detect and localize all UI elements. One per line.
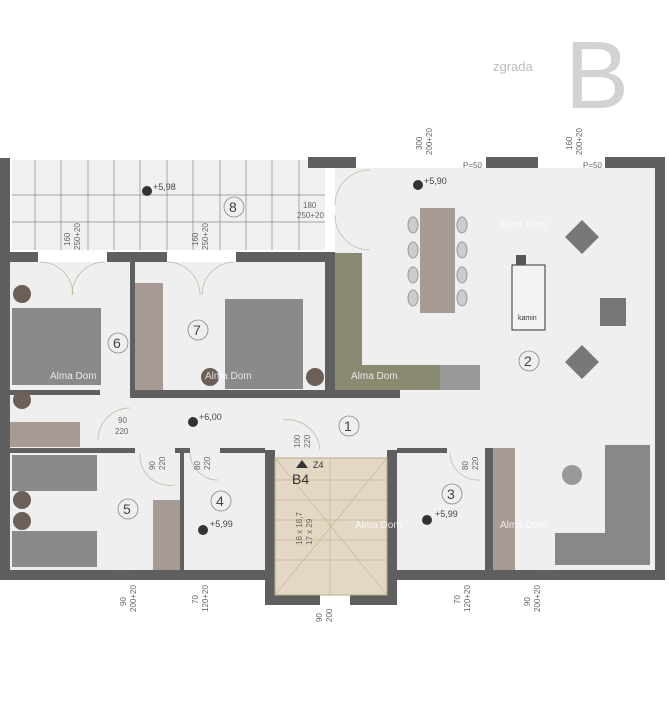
svg-text:P=50: P=50 bbox=[536, 569, 555, 578]
svg-text:200: 200 bbox=[325, 608, 334, 622]
living-floor bbox=[335, 168, 655, 390]
level-bath-4: +5,99 bbox=[210, 519, 233, 529]
svg-text:200+20: 200+20 bbox=[575, 128, 584, 155]
wardrobe-room-7 bbox=[135, 283, 163, 390]
svg-text:200+20: 200+20 bbox=[425, 128, 434, 155]
svg-text:250+20: 250+20 bbox=[73, 223, 82, 250]
level-terrace: +5,98 bbox=[153, 182, 176, 192]
room-2-number: 2 bbox=[524, 353, 532, 369]
room-8-number: 8 bbox=[229, 199, 237, 215]
wardrobe-room-6 bbox=[10, 422, 80, 447]
stair-zone: Z4 bbox=[313, 460, 324, 470]
terrace-floor bbox=[12, 160, 325, 250]
bed-room-6 bbox=[12, 308, 101, 385]
svg-text:90: 90 bbox=[119, 597, 128, 606]
svg-text:100: 100 bbox=[293, 434, 302, 448]
svg-text:220: 220 bbox=[303, 434, 312, 448]
svg-text:220: 220 bbox=[203, 456, 212, 470]
watermarks: Alma Dom Alma Dom Alma Dom Alma Dom Alma… bbox=[50, 220, 547, 531]
dimension-labels: 300 200+20 160 200+20 P=50 P=50 180 250+… bbox=[63, 128, 602, 622]
svg-text:300: 300 bbox=[415, 136, 424, 150]
svg-text:250+20: 250+20 bbox=[297, 211, 324, 220]
svg-text:160: 160 bbox=[63, 232, 72, 246]
stair-step-2: 17 x 29 bbox=[305, 518, 314, 545]
svg-text:Alma Dom: Alma Dom bbox=[500, 220, 547, 231]
bed-room-5-a bbox=[12, 455, 97, 491]
svg-text:220: 220 bbox=[115, 427, 129, 436]
svg-text:Alma Dom: Alma Dom bbox=[50, 371, 97, 382]
doors[interactable] bbox=[39, 169, 481, 486]
svg-text:160: 160 bbox=[565, 136, 574, 150]
svg-text:Alma Dom: Alma Dom bbox=[351, 371, 398, 382]
svg-text:120+20: 120+20 bbox=[463, 585, 472, 612]
level-living: +5,90 bbox=[424, 176, 447, 186]
stair-label: B4 bbox=[292, 471, 309, 487]
svg-text:90: 90 bbox=[523, 597, 532, 606]
room-5-number: 5 bbox=[123, 501, 131, 517]
room-1-number: 1 bbox=[344, 418, 352, 434]
svg-text:200+20: 200+20 bbox=[129, 585, 138, 612]
level-hall: +6,00 bbox=[199, 412, 222, 422]
room-7-number: 7 bbox=[193, 322, 201, 338]
room-6-number: 6 bbox=[113, 335, 121, 351]
armchair bbox=[565, 220, 599, 254]
fireplace bbox=[511, 264, 546, 331]
level-marker-icons bbox=[142, 180, 432, 535]
svg-text:Alma Dom: Alma Dom bbox=[500, 520, 547, 531]
svg-text:250+20: 250+20 bbox=[201, 223, 210, 250]
svg-text:200+20: 200+20 bbox=[533, 585, 542, 612]
svg-text:P=50: P=50 bbox=[112, 569, 131, 578]
room-4-number: 4 bbox=[216, 493, 224, 509]
nightstand bbox=[13, 285, 31, 303]
svg-text:120+20: 120+20 bbox=[201, 585, 210, 612]
room-3-number: 3 bbox=[447, 486, 455, 502]
building-label: zgrada bbox=[493, 59, 534, 74]
svg-text:90: 90 bbox=[148, 461, 157, 470]
room-numbers bbox=[107, 196, 540, 520]
stair-up-arrow-icon bbox=[296, 460, 308, 468]
cooktop bbox=[440, 365, 480, 390]
svg-text:70: 70 bbox=[191, 595, 200, 604]
armchair bbox=[565, 345, 599, 379]
svg-text:90: 90 bbox=[118, 416, 127, 425]
living-column bbox=[493, 448, 515, 570]
svg-text:220: 220 bbox=[158, 456, 167, 470]
svg-text:P=50: P=50 bbox=[583, 161, 602, 170]
svg-text:70: 70 bbox=[453, 595, 462, 604]
armchair bbox=[600, 298, 626, 326]
level-bath-3: +5,99 bbox=[435, 509, 458, 519]
stair-step-1: 16 x 18,7 bbox=[295, 512, 304, 545]
coffee-table bbox=[562, 465, 582, 485]
svg-text:220: 220 bbox=[471, 456, 480, 470]
svg-text:P=50: P=50 bbox=[463, 161, 482, 170]
terrace-tiles bbox=[12, 160, 325, 250]
svg-text:160: 160 bbox=[191, 232, 200, 246]
dining-table bbox=[420, 208, 455, 313]
sofa bbox=[555, 445, 650, 565]
svg-text:80: 80 bbox=[193, 461, 202, 470]
stair-steps bbox=[274, 457, 388, 596]
bed-room-7 bbox=[225, 299, 303, 389]
fireplace-label: kamin bbox=[518, 315, 537, 322]
svg-text:Alma Dom: Alma Dom bbox=[355, 520, 402, 531]
svg-text:Alma Dom: Alma Dom bbox=[205, 371, 252, 382]
bed-room-5-b bbox=[12, 531, 97, 567]
building-letter: B bbox=[565, 22, 629, 129]
furniture bbox=[10, 208, 650, 570]
wardrobe-room-5 bbox=[153, 500, 180, 570]
svg-text:80: 80 bbox=[461, 461, 470, 470]
svg-text:180: 180 bbox=[303, 201, 317, 210]
svg-text:90: 90 bbox=[315, 613, 324, 622]
